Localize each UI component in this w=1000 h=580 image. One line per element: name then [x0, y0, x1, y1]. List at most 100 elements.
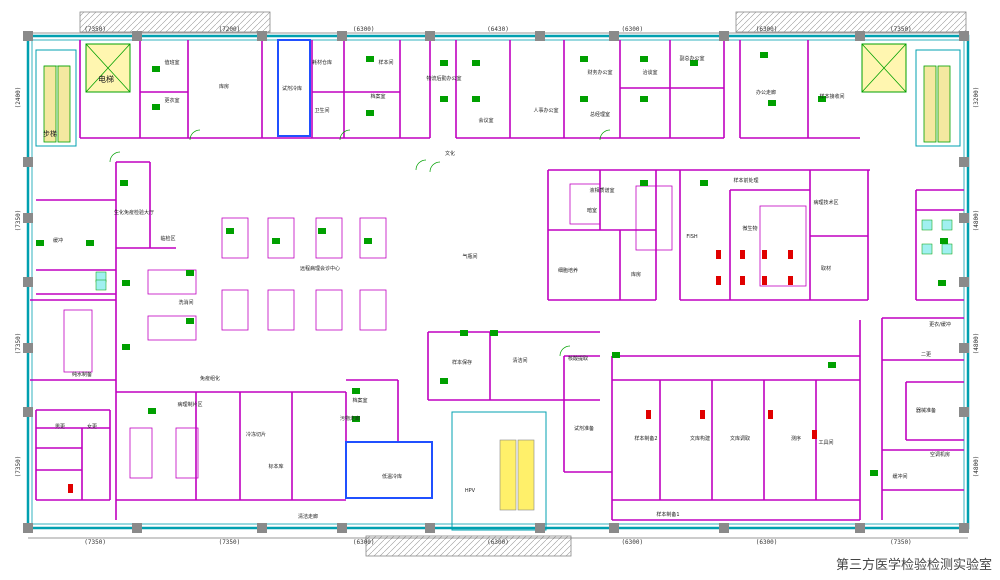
room-label: 卫生间 — [314, 107, 329, 114]
room-label: 清洁间 — [512, 357, 527, 364]
room-label: 核酸提取 — [568, 355, 588, 362]
dimension-label: (7350) — [15, 456, 22, 478]
plan-caption: 第三方医学检验检测实验室 — [835, 558, 992, 573]
stair-right — [915, 49, 961, 147]
room-label: 洗消间 — [178, 299, 193, 306]
room-label: 工具间 — [818, 439, 833, 446]
room-label: 样本间 — [378, 59, 393, 66]
room-label: 微生物 — [742, 225, 757, 232]
dimension-label: (7350) — [890, 539, 912, 546]
room-label: 会议室 — [478, 117, 493, 124]
dimension-label: (7350) — [84, 26, 106, 33]
specimen-store — [345, 441, 433, 499]
dimension-label: (7350) — [890, 26, 912, 33]
room-label: 值班室 — [164, 59, 179, 66]
room-label: 液相质谱室 — [589, 187, 614, 194]
room-label: 污物走廊 — [340, 415, 360, 422]
dimension-label: (6300) — [353, 26, 375, 33]
interior-walls — [30, 40, 964, 521]
room-label: 气瓶间 — [462, 253, 477, 260]
dimension-label: (7350) — [219, 539, 241, 546]
room-label: 库房 — [631, 271, 641, 278]
room-label: 空调机房 — [930, 451, 950, 458]
room-label: 步梯 — [43, 129, 57, 138]
room-label: 细胞培养 — [558, 267, 578, 274]
outer-wall — [26, 34, 970, 530]
room-label: 二更 — [921, 352, 931, 358]
dimension-label: (6300) — [487, 539, 509, 546]
room-label: 病理制片区 — [177, 401, 202, 408]
room-label: 文库构建 — [690, 435, 710, 442]
room-label: 物流后勤办公室 — [426, 75, 461, 82]
outer-wall-inner — [31, 39, 965, 525]
room-label: 财务办公室 — [587, 69, 612, 76]
room-label: 样本保存 — [452, 359, 472, 366]
room-label: 更衣室 — [164, 97, 179, 104]
room-label: 办公走廊 — [756, 89, 776, 96]
dimension-label: (6300) — [621, 539, 643, 546]
balcony-bottom — [365, 535, 572, 557]
dimensions-top: (7350) (7200) (6300) (6430) (6300) (6300) (735… — [84, 26, 911, 33]
dimension-label: (4800) — [973, 456, 980, 478]
dimension-label: (6300) — [621, 26, 643, 33]
room-labels: 电梯步梯值班室更衣室库房试剂冷库耗材仓库样本间卫生间档案室物流后勤办公室会议室人… — [43, 55, 951, 520]
room-label: 样本前处理 — [733, 177, 758, 184]
elevator-left — [85, 43, 131, 93]
equipment-layer — [36, 52, 953, 493]
balcony-top-left — [79, 11, 271, 33]
room-label: 库房 — [219, 83, 229, 90]
balcony-top-right — [735, 11, 967, 33]
room-label: 档案室 — [352, 397, 367, 404]
room-label: 临检区 — [160, 235, 175, 242]
room-label: 总经理室 — [590, 111, 610, 118]
room-label: 样本制备2 — [634, 435, 657, 442]
room-label: 更衣/缓冲 — [929, 321, 951, 328]
room-label: 缓冲间 — [892, 473, 907, 480]
room-label: 取材 — [821, 265, 831, 272]
elevator-right — [861, 43, 907, 93]
room-label: 人事办公室 — [533, 107, 558, 114]
room-label: 冷冻切片 — [246, 431, 266, 438]
stair-left — [35, 49, 77, 147]
structural-columns — [23, 31, 969, 533]
room-label: 器械准备 — [916, 407, 936, 414]
dimension-label: (7200) — [219, 26, 241, 33]
dimension-label: (2400) — [15, 87, 22, 109]
dimensions-right: (3200)(4800)(4800)(4800) — [973, 87, 980, 478]
room-label: 生化免疫检验大厅 — [114, 209, 154, 216]
room-label: 低温冷库 — [382, 473, 402, 480]
room-label: 测序 — [791, 435, 801, 442]
dimension-label: (6430) — [487, 26, 509, 33]
room-label: 文库调取 — [730, 435, 750, 442]
dimension-label: (4800) — [973, 210, 980, 232]
room-label: 远程病理会诊中心 — [300, 265, 340, 272]
room-label: 标本库 — [268, 463, 283, 470]
dimensions-left: (2400) (7350) (7350) (7350) — [15, 87, 22, 478]
dimension-label: (7350) — [84, 539, 106, 546]
room-label: 样本制备1 — [656, 511, 679, 518]
room-label: 病理技术区 — [813, 199, 838, 206]
room-label: 免疫组化 — [200, 375, 220, 382]
room-label: 暗室 — [587, 207, 597, 214]
room-label: FISH — [686, 234, 698, 240]
room-label: 样本接收间 — [819, 93, 844, 100]
room-label: HPV — [465, 488, 476, 494]
dimension-label: (6300) — [756, 539, 778, 546]
room-label: 试剂准备 — [574, 425, 594, 432]
reagent-cold-room — [277, 39, 311, 137]
room-label: 耗材仓库 — [312, 59, 332, 66]
stair-center — [451, 411, 547, 531]
room-label: 男更 — [55, 424, 65, 430]
room-label: 女更 — [87, 423, 97, 430]
dimension-label: (3200) — [973, 87, 980, 109]
dimension-label: (7350) — [15, 210, 22, 232]
room-label: 纯水制备 — [72, 371, 92, 378]
dimension-label: (6300) — [353, 539, 375, 546]
room-label: 清洁走廊 — [298, 513, 318, 520]
dimension-label: (7350) — [15, 333, 22, 355]
room-label: 档案室 — [370, 93, 385, 100]
room-label: 副总办公室 — [679, 55, 704, 62]
room-label: 文化 — [445, 150, 455, 157]
dimension-label: (6300) — [756, 26, 778, 33]
